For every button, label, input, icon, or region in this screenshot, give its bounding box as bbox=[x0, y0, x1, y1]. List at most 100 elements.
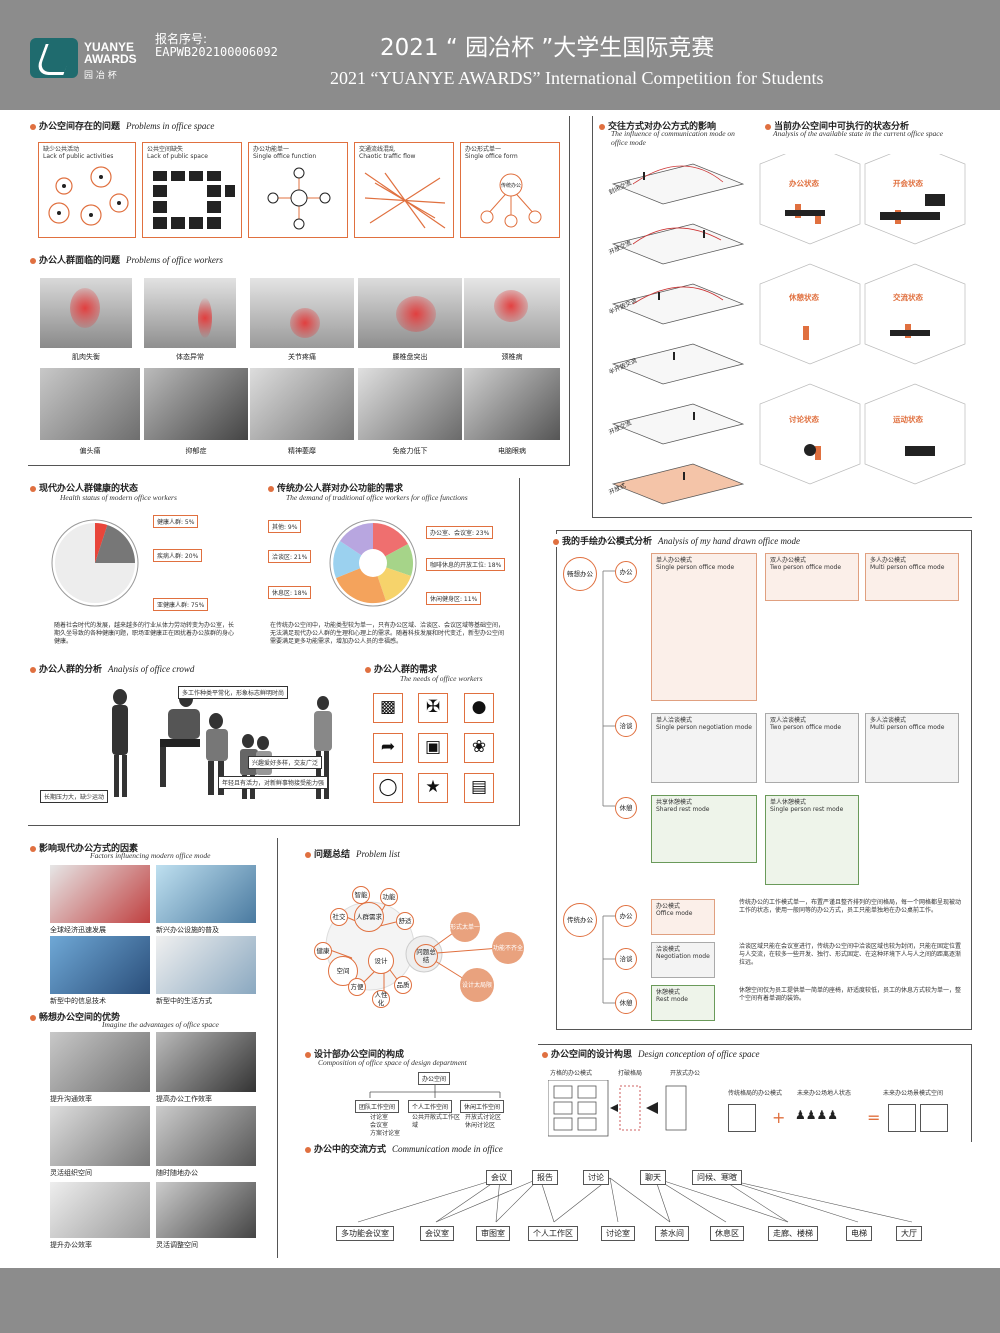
briefcase-icon: ▩ bbox=[373, 693, 403, 723]
photo-joint bbox=[250, 278, 354, 348]
health-text: 随着社会时代的发展，越来越多的行业从体力劳动转变为办公室，长期久坐导致的各种健康… bbox=[54, 622, 235, 645]
equals-icon: = bbox=[867, 1108, 881, 1127]
people-icon: ♟♟♟♟ bbox=[795, 1108, 839, 1122]
photo-adv-6 bbox=[156, 1182, 256, 1238]
photo-adv-1 bbox=[50, 1032, 150, 1092]
trad-nego-text: 洽谈区域只能在会议室进行，传统办公空间中洽谈区域也较为封闭，只能在固定位置与人交… bbox=[739, 943, 962, 966]
photo-lumbar bbox=[358, 278, 462, 348]
comm-top-discuss: 讨论 bbox=[583, 1170, 609, 1185]
caption-joint: 关节疼痛 bbox=[288, 353, 316, 361]
photo-it bbox=[50, 936, 150, 994]
caption-adv-6: 灵活调整空间 bbox=[156, 1241, 198, 1249]
trad-branch-rest: 休憩 bbox=[615, 992, 637, 1014]
comm-room-multi: 多功能会议室 bbox=[336, 1226, 394, 1241]
runner-icon: ➦ bbox=[373, 733, 403, 763]
conception-mid-3: 未来办公场景模式空间 bbox=[883, 1090, 944, 1097]
pie-label-disease: 疾病人群: 20% bbox=[153, 549, 203, 562]
comp-team: 团队工作空间 bbox=[355, 1100, 400, 1113]
node-quality: 品质 bbox=[394, 976, 412, 994]
demand-pie bbox=[329, 519, 417, 607]
caption-lumbar: 腰椎盘突出 bbox=[392, 353, 428, 361]
caption-adv-4: 随时随地办公 bbox=[156, 1169, 198, 1177]
comm-room-hall: 大厅 bbox=[896, 1226, 922, 1241]
trad-rest-text: 休憩空间仅为员工提供单一简单的座椅，舒适度较低，员工的休息方式较为单一，整个空间… bbox=[739, 987, 962, 1002]
comp-root: 办公空间 bbox=[418, 1072, 451, 1085]
demand-label-leisure: 休闲健身区: 11% bbox=[426, 592, 482, 605]
trad-branch-nego: 洽谈 bbox=[615, 948, 637, 970]
trad-office-text: 传统办公的工作模式单一，布置严谨且整齐排列的空间格局，每一个网格都呈现被动工作的… bbox=[739, 899, 962, 914]
conception-step-1: 方格的办公模式 bbox=[550, 1070, 593, 1077]
section-title-demand: 传统办公人群对办公功能的需求 bbox=[268, 481, 403, 494]
section-title-health: 现代办公人群健康的状态 bbox=[30, 481, 138, 494]
hand-branch-office: 办公 bbox=[615, 561, 637, 583]
hand-branch-rest: 休憩 bbox=[615, 797, 637, 819]
caption-neck: 颈椎病 bbox=[501, 353, 523, 361]
caption-muscle: 肌肉失衡 bbox=[72, 353, 100, 361]
photo-eye bbox=[464, 368, 560, 440]
photo-adv-2 bbox=[156, 1032, 256, 1092]
photo-neck bbox=[464, 278, 560, 348]
title-cn: 2021 “ 园冶杯 ”大学生国际竞赛 bbox=[380, 35, 715, 61]
chat-icon: ● bbox=[464, 693, 494, 723]
comm-room-tea: 茶水间 bbox=[655, 1226, 689, 1241]
section-subtitle-composition: Composition of office space of design de… bbox=[318, 1058, 467, 1067]
sofa-icon: ▤ bbox=[464, 773, 494, 803]
state-meeting: 开会状态 bbox=[893, 179, 923, 188]
states-diagram bbox=[759, 154, 966, 485]
comm-top-greet: 问候、寒暄 bbox=[692, 1170, 742, 1185]
conception-frame bbox=[538, 1044, 972, 1142]
demand-label-rest: 休息区: 18% bbox=[268, 586, 312, 599]
node-health: 健康 bbox=[314, 942, 332, 960]
caption-facilities: 新兴办公设施的普及 bbox=[156, 926, 219, 934]
caption-lethargy: 精神萎靡 bbox=[288, 447, 316, 455]
photo-posture bbox=[144, 278, 236, 348]
health-pie bbox=[51, 519, 139, 607]
comm-room-corridor: 走廊、楼梯 bbox=[768, 1226, 818, 1241]
section-subtitle-demand: The demand of traditional office workers… bbox=[286, 493, 468, 502]
photo-facilities bbox=[156, 865, 256, 923]
section-subtitle-factors: Factors influencing modern office mode bbox=[90, 851, 211, 860]
title-en: 2021 “YUANYE AWARDS” International Compe… bbox=[330, 68, 824, 88]
photo-muscle bbox=[40, 278, 132, 348]
bubble-form: 形式太单一 bbox=[450, 912, 480, 942]
comm-room-rest: 休息区 bbox=[710, 1226, 744, 1241]
comm-room-personal: 个人工作区 bbox=[528, 1226, 578, 1241]
section-title-states: 当前办公空间中可执行的状态分析 bbox=[765, 119, 909, 132]
traditional-node-text: 传统办公 bbox=[501, 182, 521, 189]
caption-lifestyle: 新型中的生活方式 bbox=[156, 997, 212, 1005]
trad-root: 传统办公 bbox=[563, 903, 597, 937]
meeting-icon: ★ bbox=[418, 773, 448, 803]
registration-label: 报名序号: bbox=[155, 32, 208, 46]
panel-factors: 影响现代办公方式的因素 Factors influencing modern o… bbox=[28, 838, 278, 1258]
caption-eye: 电脑眼病 bbox=[498, 447, 526, 455]
demand-label-negotiation: 洽谈区: 21% bbox=[268, 550, 312, 563]
state-office: 办公状态 bbox=[789, 179, 819, 188]
node-humanize: 人性化 bbox=[372, 990, 390, 1008]
comm-room-discuss: 讨论室 bbox=[601, 1226, 635, 1241]
caption-economy: 全球经济迅速发展 bbox=[50, 926, 106, 934]
caption-immunity: 免疫力低下 bbox=[392, 447, 428, 455]
logo-text: YUANYE AWARDS bbox=[84, 40, 137, 66]
comm-room-review: 审图室 bbox=[476, 1226, 510, 1241]
node-convenient: 方便 bbox=[348, 978, 366, 996]
photo-lethargy bbox=[250, 368, 354, 440]
caption-adv-1: 提升沟通效率 bbox=[50, 1095, 92, 1103]
caption-adv-2: 提高办公工作效率 bbox=[156, 1095, 212, 1103]
crowd-note-2: 长期压力大，缺少运动 bbox=[40, 790, 109, 803]
panel-influence-states: 交往方式对办公方式的影响 The influence of communicat… bbox=[592, 116, 972, 518]
demand-label-open: 咖啡休息的开放工位: 18% bbox=[426, 558, 506, 571]
bubble-design: 设计太局限 bbox=[460, 968, 494, 1002]
node-design: 设计 bbox=[368, 948, 394, 974]
